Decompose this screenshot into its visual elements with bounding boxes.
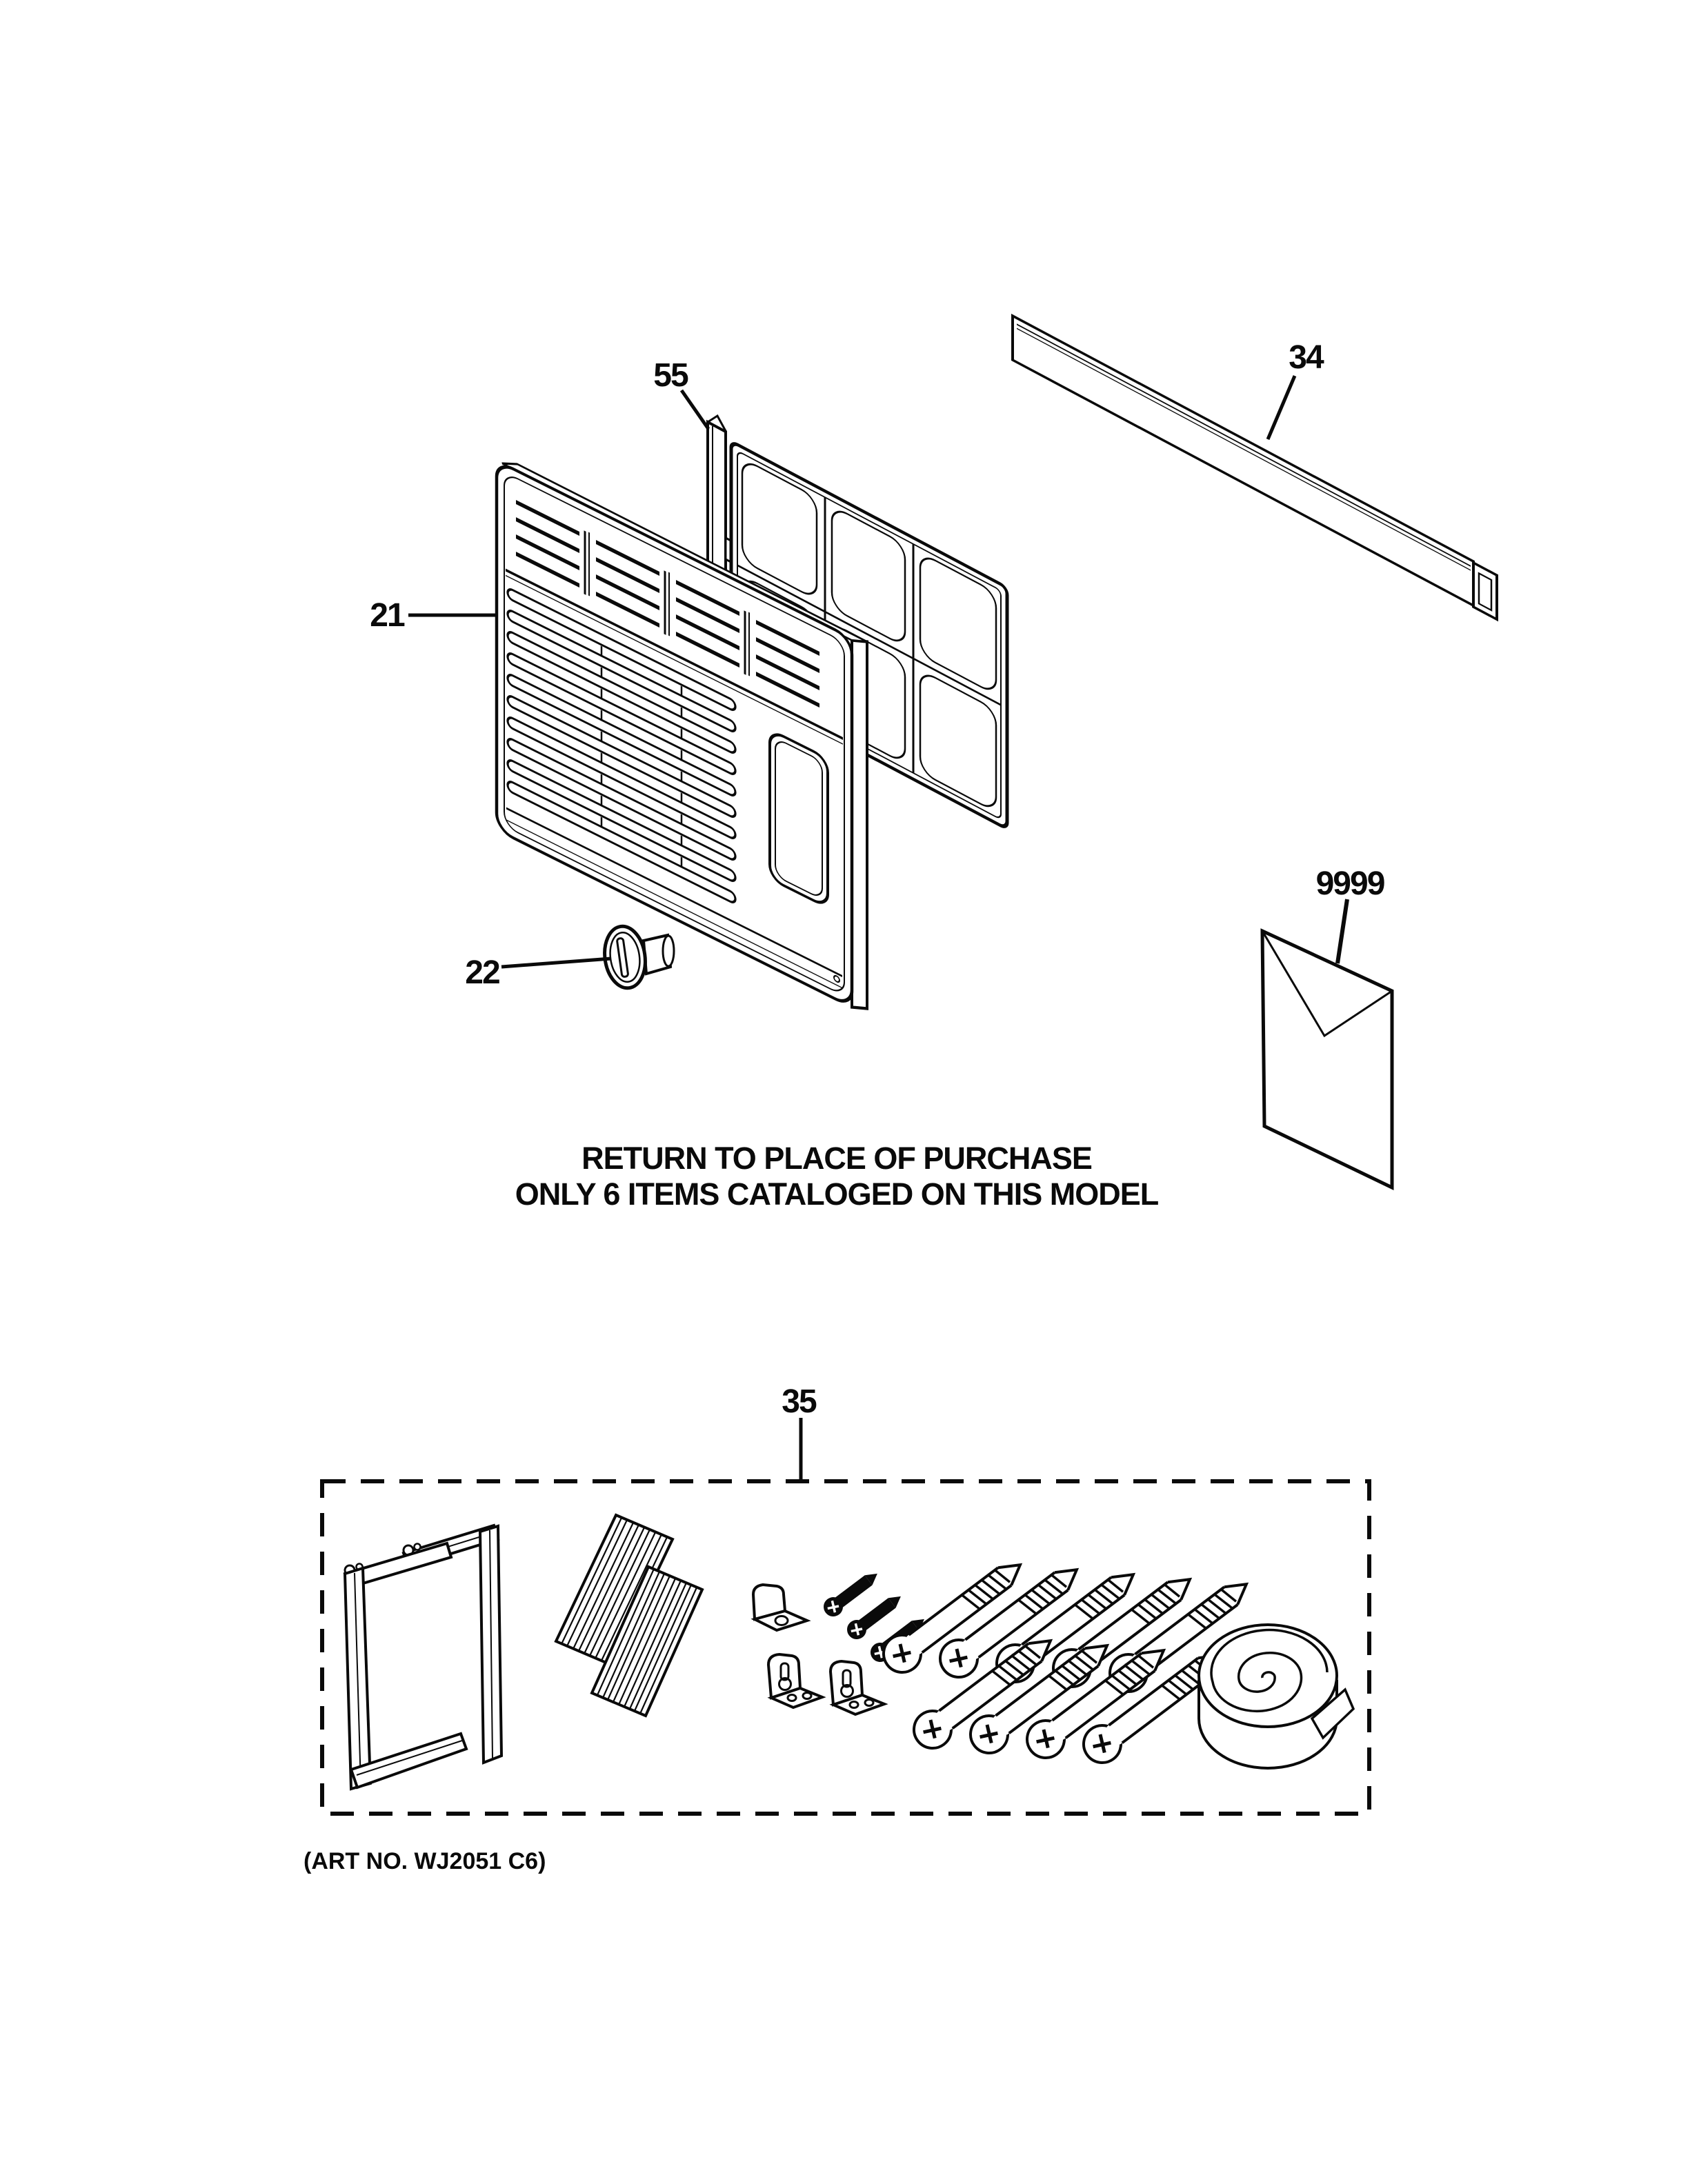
callout-grille-label: 21 [370,597,405,634]
part-front-grille [495,462,868,1010]
corner-bracket [750,1583,811,1632]
notice-text: RETURN TO PLACE OF PURCHASE ONLY 6 ITEMS… [515,1141,1160,1212]
grille-control-recess [768,733,829,904]
mounting-screws [876,1550,1257,1770]
callout-seal-strip-leader [1266,375,1297,440]
foam-seal-strips [554,1513,704,1718]
callout-knob-label: 22 [465,954,499,991]
part-seal-strip [1011,313,1498,622]
part-literature-envelope [1260,928,1394,1190]
callout-seal-strip-label: 34 [1289,339,1324,376]
part-control-knob [603,924,675,990]
foam-coil [1197,1623,1355,1770]
callouts: 55 21 34 22 9999 35 [370,339,1386,1480]
hardware-kit-box [320,1479,1371,1816]
callout-knob-leader [501,956,612,969]
hardware-kit-dashed-border [320,1479,1371,1816]
notice-line-1: RETURN TO PLACE OF PURCHASE [581,1141,1092,1176]
grille-top-vents [516,500,819,708]
callout-filter-label: 55 [653,357,688,394]
callout-filter-leader [679,389,710,430]
callout-literature-label: 9999 [1316,865,1384,902]
grille-louvers [506,588,737,903]
l-brackets [767,1653,886,1716]
callout-hardware-kit-label: 35 [782,1383,817,1420]
window-frame-channels [343,1523,504,1791]
callout-literature-leader [1335,899,1349,964]
art-number: (ART NO. WJ2051 C6) [304,1848,546,1874]
notice-line-2: ONLY 6 ITEMS CATALOGED ON THIS MODEL [515,1176,1159,1212]
